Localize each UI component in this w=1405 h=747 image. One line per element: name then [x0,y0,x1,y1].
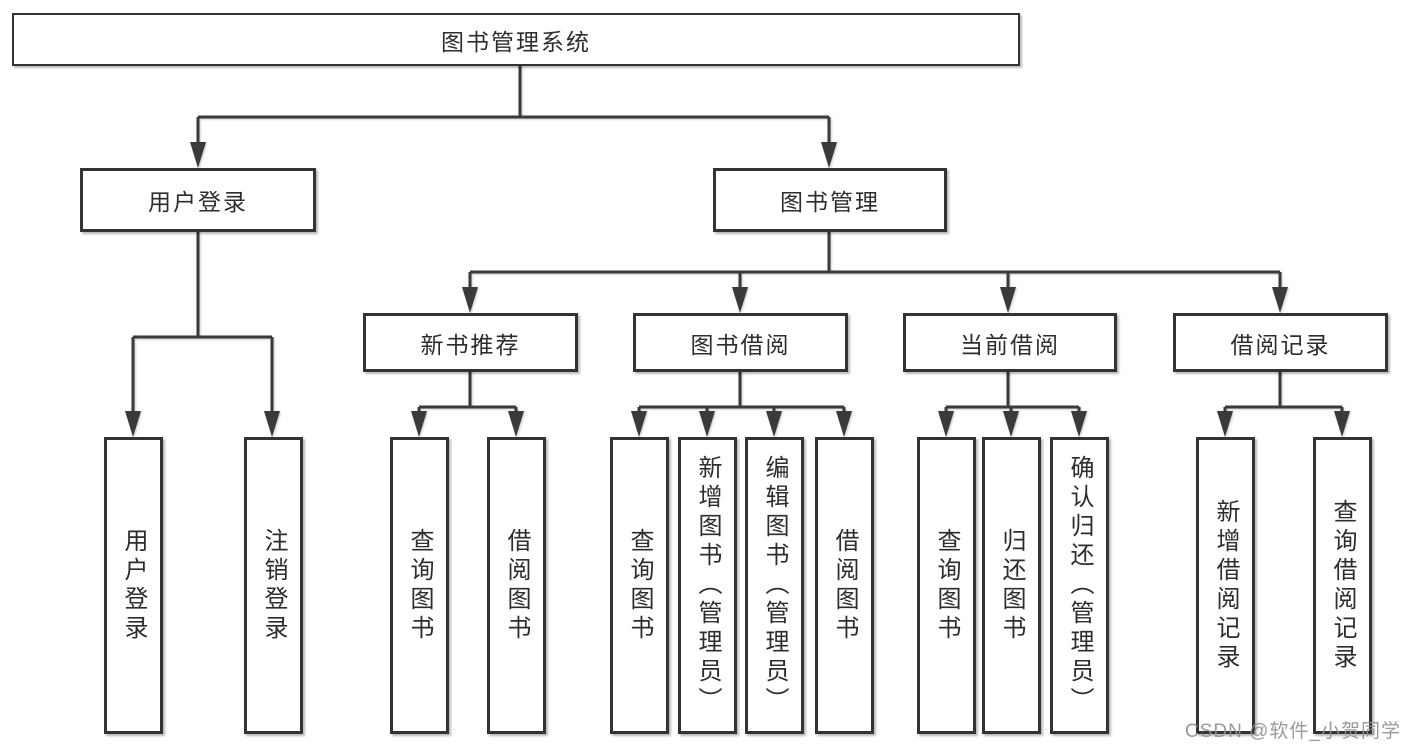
leaf-query-books: 查询图书 [917,437,976,734]
leaf-user-login: 用户登录 [104,437,163,734]
leaf-confirm-return-admin: 确认归还（管理员） [1050,437,1109,734]
node-borrowing-records: 借阅记录 [1173,313,1388,372]
leaf-query-books: 查询图书 [390,437,449,734]
leaf-borrow-books: 借阅图书 [815,437,874,734]
node-library-management-system: 图书管理系统 [12,13,1020,66]
leaf-edit-books-admin: 编辑图书（管理员） [745,437,804,734]
node-book-management: 图书管理 [713,168,947,232]
node-current-borrowing: 当前借阅 [903,313,1117,372]
node-book-borrowing: 图书借阅 [633,313,848,372]
leaf-logout: 注销登录 [244,437,303,734]
leaf-add-books-admin: 新增图书（管理员） [678,437,737,734]
leaf-add-borrow-record: 新增借阅记录 [1196,437,1255,734]
leaf-query-borrow-record: 查询借阅记录 [1313,437,1372,734]
csdn-watermark: CSDN @软件_小贺同学 [1185,721,1401,742]
leaf-return-books: 归还图书 [982,437,1041,734]
node-new-book-recommendation: 新书推荐 [363,313,578,372]
leaf-borrow-books: 借阅图书 [487,437,546,734]
node-user-login: 用户登录 [80,168,316,232]
leaf-query-books: 查询图书 [610,437,669,734]
